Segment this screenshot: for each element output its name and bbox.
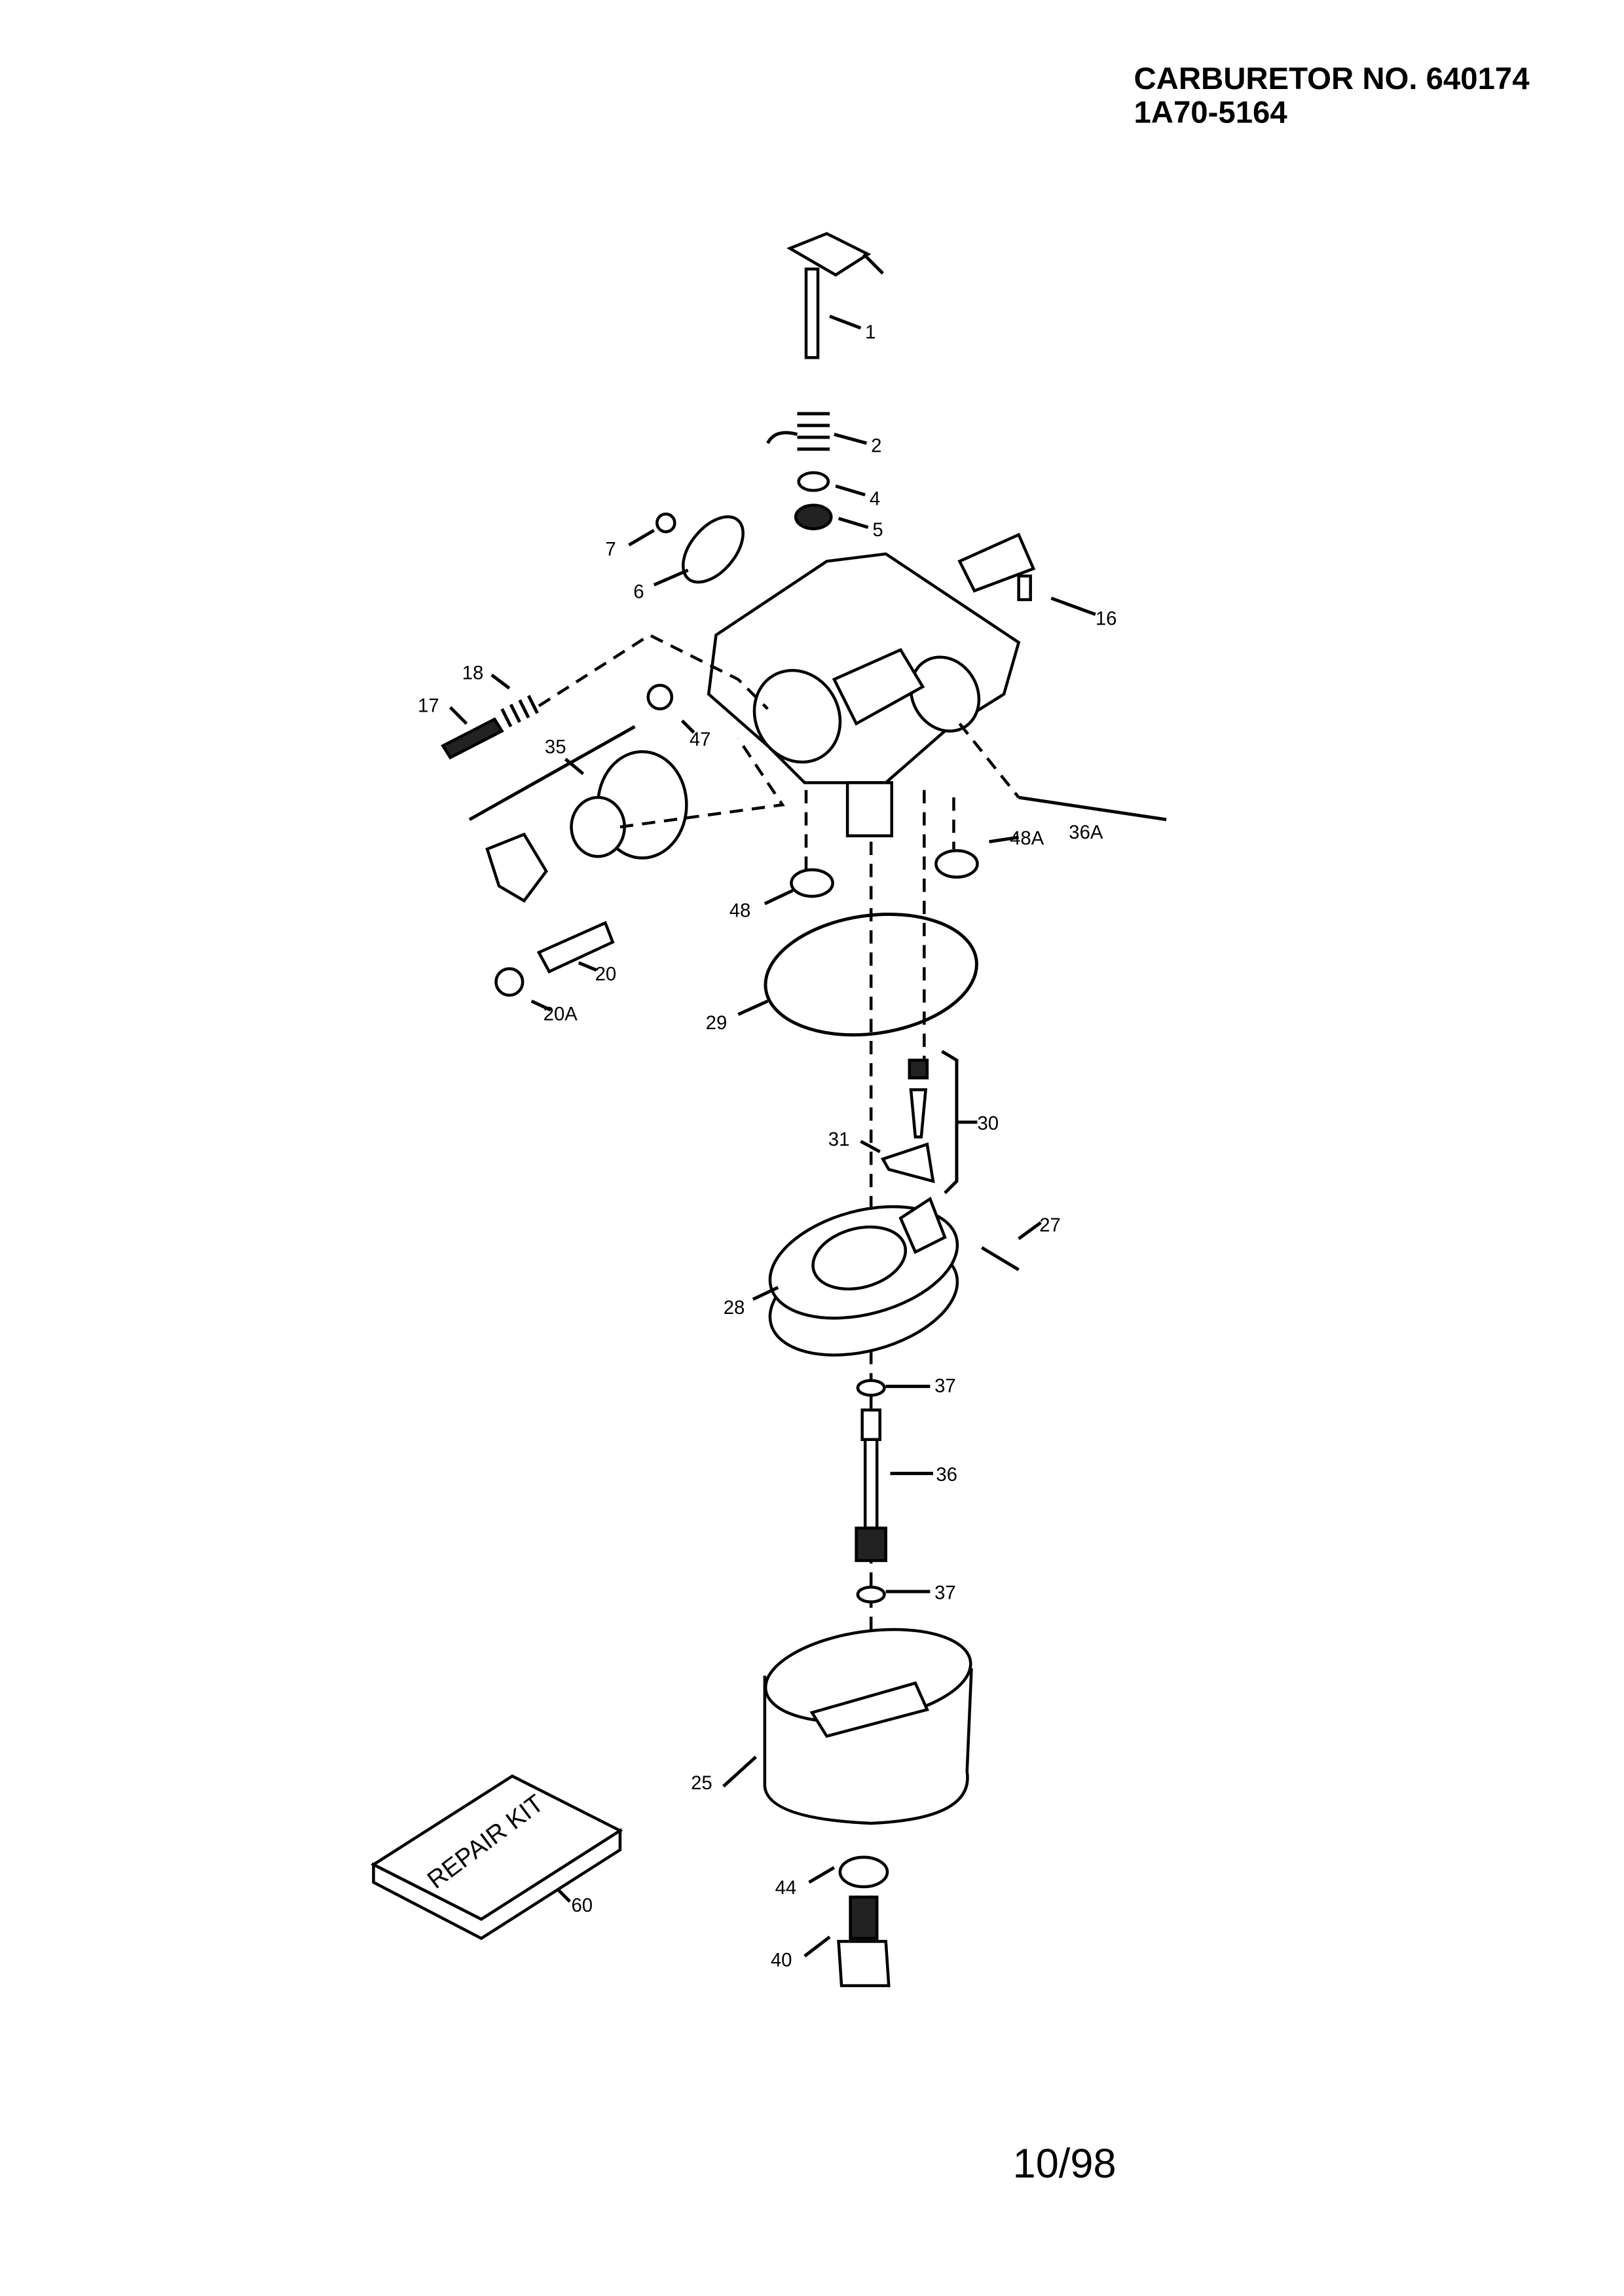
part-36-main-jet xyxy=(855,1408,887,1562)
callout-18: 18 xyxy=(462,663,484,684)
callout-40: 40 xyxy=(771,1950,792,1971)
part-35-primer-assembly xyxy=(468,725,688,903)
callout-47: 47 xyxy=(690,729,711,750)
part-47-oring xyxy=(646,683,674,711)
callout-16: 16 xyxy=(1096,608,1117,629)
callout-7: 7 xyxy=(605,538,616,560)
callout-48A: 48A xyxy=(1010,828,1044,849)
callout-27: 27 xyxy=(1039,1214,1061,1236)
callout-37-upper: 37 xyxy=(934,1376,956,1397)
callout-5: 5 xyxy=(872,519,883,541)
part-7-screw xyxy=(655,512,676,534)
callout-25: 25 xyxy=(691,1772,712,1794)
part-37-oring-upper xyxy=(856,1379,886,1397)
part-48A-plug xyxy=(934,848,979,879)
part-1-lever xyxy=(786,232,884,359)
part-36A-shaft xyxy=(1018,795,1167,822)
part-6-plate xyxy=(681,515,745,584)
callout-30: 30 xyxy=(978,1112,999,1134)
callout-20A: 20A xyxy=(544,1003,578,1025)
part-27-pin xyxy=(980,1246,1020,1271)
part-5-seal xyxy=(794,503,833,530)
callout-44: 44 xyxy=(775,1877,797,1899)
part-40-bowl-nut xyxy=(837,1895,891,1988)
revision-date: 10/98 xyxy=(1013,2141,1116,2187)
callout-60: 60 xyxy=(572,1895,593,1916)
callout-36A: 36A xyxy=(1069,822,1103,843)
diagram-title: CARBURETOR NO. 640174 xyxy=(1134,62,1530,96)
callout-2: 2 xyxy=(871,435,881,456)
callout-36: 36 xyxy=(936,1464,957,1485)
callout-20: 20 xyxy=(595,964,617,985)
carburetor-body xyxy=(707,552,1021,837)
callout-leaders xyxy=(449,314,1096,1958)
part-25-float-bowl xyxy=(763,1628,973,1825)
callout-29: 29 xyxy=(706,1012,728,1034)
part-28-float xyxy=(768,1196,959,1357)
callout-4: 4 xyxy=(870,488,880,510)
part-44-washer xyxy=(838,1855,889,1889)
part-4-washer xyxy=(797,471,830,492)
part-18-spring xyxy=(500,695,539,727)
part-20-pin xyxy=(536,920,615,974)
part-37-oring-lower xyxy=(856,1585,886,1604)
callout-17: 17 xyxy=(418,695,439,716)
callout-labels: 1 2 4 5 7 6 16 18 17 47 35 36A 48A 48 20… xyxy=(418,321,1116,1971)
callout-31: 31 xyxy=(828,1129,850,1150)
part-17-screw xyxy=(441,717,504,760)
part-29-gasket xyxy=(764,912,978,1037)
callout-37-lower: 37 xyxy=(934,1582,956,1603)
part-31-clip xyxy=(880,1142,935,1184)
part-16-fitting xyxy=(957,532,1036,602)
callout-35: 35 xyxy=(545,736,566,757)
callout-1: 1 xyxy=(865,321,876,343)
callout-48: 48 xyxy=(729,900,751,922)
part-20A-cap xyxy=(494,967,525,997)
part-60-repair-kit: REPAIR KIT xyxy=(370,1774,623,1941)
model-number: 1A70-5164 xyxy=(1134,96,1287,130)
part-48-plug xyxy=(790,868,834,898)
callout-6: 6 xyxy=(633,581,644,603)
callout-28: 28 xyxy=(724,1297,745,1319)
part-2-spring xyxy=(766,412,830,451)
